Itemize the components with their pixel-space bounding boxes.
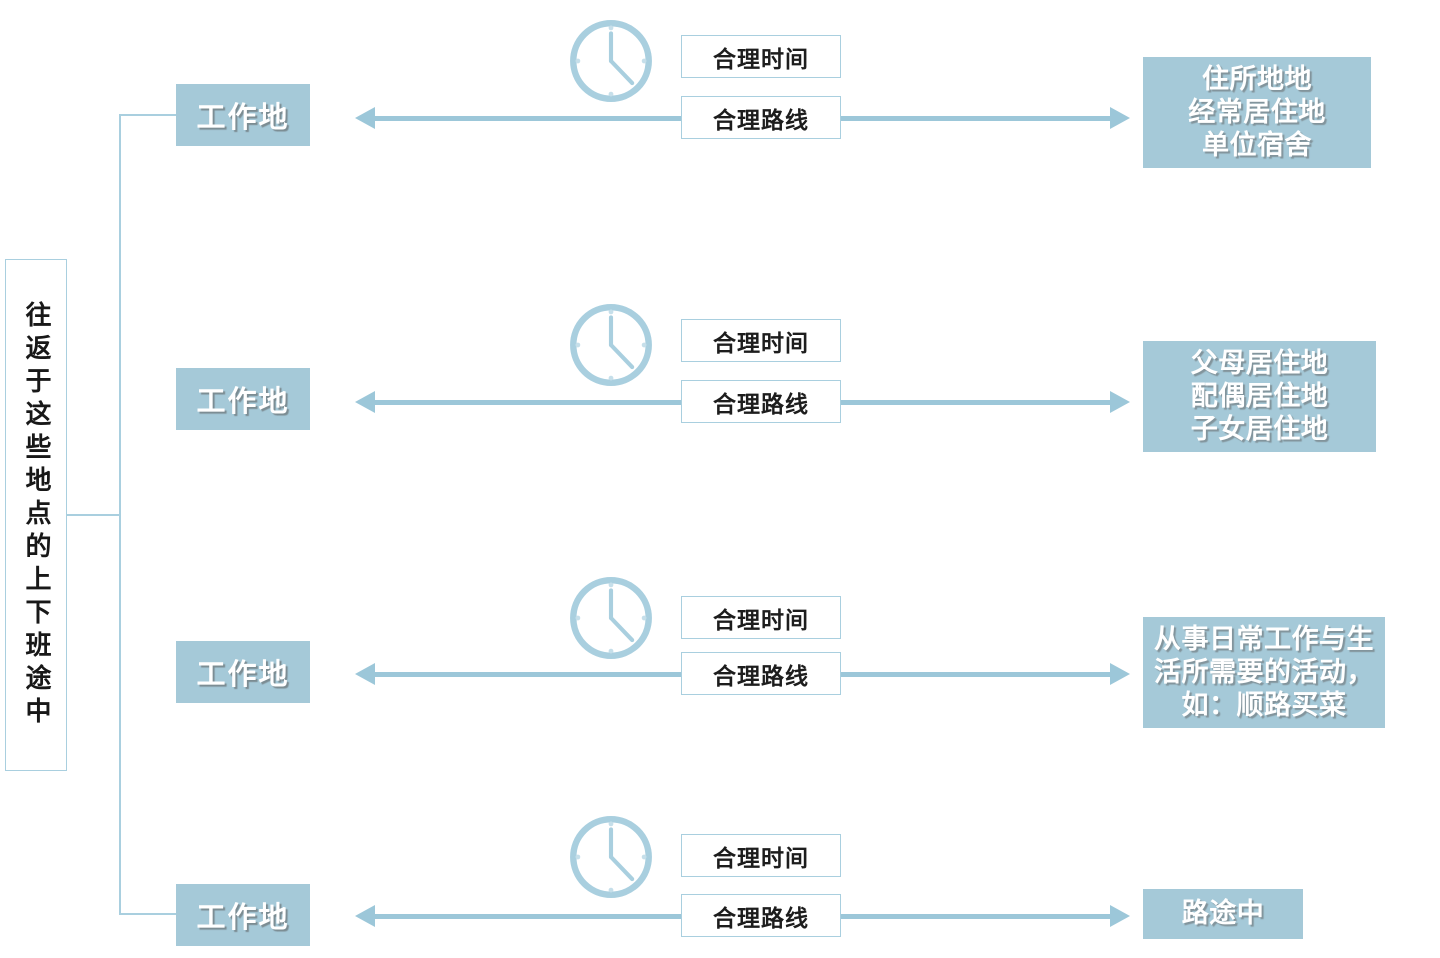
clock-icon bbox=[570, 577, 652, 659]
trunk-branch-row-4 bbox=[119, 913, 177, 915]
clock-icon bbox=[570, 20, 652, 102]
destination-label-row-1: 住所地地 经常居住地 单位宿舍 bbox=[1188, 63, 1326, 163]
work-location-label-row-1: 工作地 bbox=[196, 100, 290, 134]
condition-route-label-row-3: 合理路线 bbox=[713, 663, 809, 690]
condition-route-box-row-3[interactable]: 合理路线 bbox=[681, 652, 841, 695]
destination-line: 如：顺路买菜 bbox=[1181, 690, 1347, 722]
condition-route-label-row-2: 合理路线 bbox=[713, 391, 809, 418]
clock-icon bbox=[570, 816, 652, 898]
trunk-branch-row-1 bbox=[119, 114, 177, 116]
destination-label-row-4: 路途中 bbox=[1182, 897, 1265, 930]
destination-line: 单位宿舍 bbox=[1202, 130, 1312, 162]
condition-route-box-row-4[interactable]: 合理路线 bbox=[681, 894, 841, 937]
clock-icon bbox=[570, 304, 652, 386]
arrow-head-left-row-2 bbox=[355, 391, 375, 413]
condition-time-box-row-4[interactable]: 合理时间 bbox=[681, 834, 841, 877]
destination-box-row-2[interactable]: 父母居住地 配偶居住地 子女居住地 bbox=[1143, 341, 1376, 452]
work-location-label-row-4: 工作地 bbox=[196, 900, 290, 934]
condition-time-label-row-1: 合理时间 bbox=[713, 46, 809, 73]
destination-line: 父母居住地 bbox=[1190, 347, 1329, 379]
arrow-head-left-row-1 bbox=[355, 107, 375, 129]
destination-line: 配偶居住地 bbox=[1190, 380, 1329, 412]
destination-box-row-3[interactable]: 从事日常工作与生 活所需要的活动， 如：顺路买菜 bbox=[1143, 617, 1385, 728]
arrow-head-right-row-4 bbox=[1110, 905, 1130, 927]
condition-route-label-row-1: 合理路线 bbox=[713, 107, 809, 134]
arrow-head-left-row-3 bbox=[355, 663, 375, 685]
destination-line: 从事日常工作与生 bbox=[1154, 623, 1374, 655]
destination-label-row-2: 父母居住地 配偶居住地 子女居住地 bbox=[1191, 347, 1329, 447]
work-location-box-row-2[interactable]: 工作地 bbox=[176, 368, 310, 430]
trunk-vertical bbox=[119, 114, 121, 915]
trunk-stub-root bbox=[67, 514, 121, 516]
destination-line: 路途中 bbox=[1181, 898, 1265, 930]
condition-route-box-row-1[interactable]: 合理路线 bbox=[681, 96, 841, 139]
work-location-label-row-3: 工作地 bbox=[196, 657, 290, 691]
work-location-box-row-1[interactable]: 工作地 bbox=[176, 84, 310, 146]
condition-time-label-row-2: 合理时间 bbox=[713, 330, 809, 357]
destination-box-row-1[interactable]: 住所地地 经常居住地 单位宿舍 bbox=[1143, 57, 1371, 168]
destination-line: 经常居住地 bbox=[1188, 96, 1326, 128]
root-label-text: 往返于这些地点的上下班途中 bbox=[21, 300, 51, 730]
root-label-box: 往返于这些地点的上下班途中 bbox=[5, 259, 67, 771]
work-location-box-row-4[interactable]: 工作地 bbox=[176, 884, 310, 946]
destination-line: 子女居住地 bbox=[1190, 414, 1329, 446]
work-location-label-row-2: 工作地 bbox=[196, 384, 290, 418]
destination-label-row-3: 从事日常工作与生 活所需要的活动， 如：顺路买菜 bbox=[1154, 623, 1374, 723]
arrow-head-right-row-2 bbox=[1110, 391, 1130, 413]
condition-time-box-row-3[interactable]: 合理时间 bbox=[681, 596, 841, 639]
condition-route-box-row-2[interactable]: 合理路线 bbox=[681, 380, 841, 423]
arrow-head-right-row-1 bbox=[1110, 107, 1130, 129]
destination-line: 活所需要的活动， bbox=[1154, 656, 1374, 688]
condition-time-box-row-2[interactable]: 合理时间 bbox=[681, 319, 841, 362]
condition-route-label-row-4: 合理路线 bbox=[713, 905, 809, 932]
condition-time-label-row-4: 合理时间 bbox=[713, 845, 809, 872]
destination-box-row-4[interactable]: 路途中 bbox=[1143, 889, 1303, 939]
condition-time-box-row-1[interactable]: 合理时间 bbox=[681, 35, 841, 78]
destination-line: 住所地地 bbox=[1202, 63, 1312, 95]
condition-time-label-row-3: 合理时间 bbox=[713, 607, 809, 634]
arrow-head-left-row-4 bbox=[355, 905, 375, 927]
work-location-box-row-3[interactable]: 工作地 bbox=[176, 641, 310, 703]
arrow-head-right-row-3 bbox=[1110, 663, 1130, 685]
